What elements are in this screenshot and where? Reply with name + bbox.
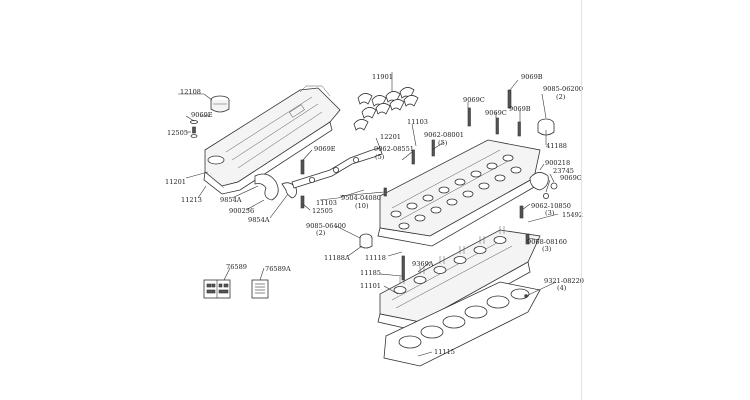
label-9854A-b: 9854A bbox=[248, 216, 270, 224]
label-9068-08160: 9068-08160 bbox=[527, 238, 567, 246]
label-9321-08220-qty: (4) bbox=[557, 284, 567, 292]
label-900218: 900218 bbox=[545, 159, 570, 167]
camshaft-seal-cap-part bbox=[529, 118, 558, 199]
label-11201: 11201 bbox=[165, 178, 186, 186]
label-9062-10850: 9062-10850 bbox=[531, 202, 571, 210]
label-11103-b: 11103 bbox=[407, 118, 428, 126]
label-12108: 12108 bbox=[180, 88, 201, 96]
oil-filler-cap-part bbox=[210, 95, 230, 113]
label-9069C-a: 9069C bbox=[463, 96, 485, 104]
camshaft-bearing-set-part bbox=[353, 87, 419, 131]
head-gasket-part bbox=[383, 281, 541, 367]
part-number-labels: 12108 9069E 12505 11201 11213 9854A 9002… bbox=[165, 73, 584, 356]
label-9069E-b: 9069E bbox=[314, 145, 336, 153]
label-11103-a: 11103 bbox=[316, 199, 337, 207]
manual-book-icon bbox=[203, 279, 231, 299]
label-11901: 11901 bbox=[372, 73, 393, 81]
label-9369A: 9369A bbox=[412, 260, 434, 268]
label-9854A-a: 9854A bbox=[220, 196, 242, 204]
label-9321-08220: 9321-08220 bbox=[544, 277, 584, 285]
label-76589A: 76589A bbox=[265, 265, 291, 273]
label-11188A: 11188A bbox=[324, 254, 350, 262]
label-9069B-a: 9069B bbox=[521, 73, 543, 81]
label-76589: 76589 bbox=[226, 263, 247, 271]
label-11101: 11101 bbox=[360, 282, 381, 290]
manual-sheet-icon bbox=[251, 279, 269, 299]
label-9085-06400: 9085-06400 bbox=[306, 222, 346, 230]
label-11115: 11115 bbox=[434, 348, 455, 356]
label-9062-10850-qty: (3) bbox=[545, 209, 555, 217]
pcv-pipe-part bbox=[291, 147, 383, 189]
right-edge-divider bbox=[581, 0, 582, 400]
label-900236: 900236 bbox=[229, 207, 254, 215]
leader-lines bbox=[178, 72, 559, 357]
label-12201: 12201 bbox=[380, 133, 401, 141]
label-9069G: 9069G bbox=[560, 174, 582, 182]
valve-cover-part bbox=[203, 85, 341, 195]
label-9085-06400-qty: (2) bbox=[316, 229, 326, 237]
label-9504-04080-qty: (10) bbox=[355, 202, 369, 210]
label-11118: 11118 bbox=[365, 254, 386, 262]
label-9062-08001-qty: (5) bbox=[438, 139, 448, 147]
label-9062-08551: 9062-08551 bbox=[374, 145, 414, 153]
label-9068-08160-qty: (3) bbox=[542, 245, 552, 253]
label-15492: 15492 bbox=[562, 211, 583, 219]
label-23745: 23745 bbox=[553, 167, 574, 175]
label-9062-08551-qty: (5) bbox=[375, 153, 385, 161]
label-9069B-b: 9069B bbox=[509, 105, 531, 113]
label-41188: 41188 bbox=[546, 142, 567, 150]
label-11213: 11213 bbox=[181, 196, 202, 204]
breather-hose-part bbox=[254, 159, 305, 209]
label-9085-06200: 9085-06200 bbox=[543, 85, 583, 93]
label-12505-a: 12505 bbox=[167, 129, 188, 137]
cylinder-head-part bbox=[377, 205, 541, 333]
label-9069C-b: 9069C bbox=[485, 109, 507, 117]
small-fasteners-left bbox=[186, 115, 210, 138]
camshaft-holder-part bbox=[377, 89, 541, 247]
label-9504-04080: 9504-04080 bbox=[341, 194, 381, 202]
label-11185: 11185 bbox=[360, 269, 381, 277]
label-9062-08001: 9062-08001 bbox=[424, 131, 464, 139]
holder-end-plug-part bbox=[359, 187, 387, 249]
label-9069E-a: 9069E bbox=[191, 111, 213, 119]
label-12505-b: 12505 bbox=[312, 207, 333, 215]
label-9085-06200-qty: (2) bbox=[556, 93, 566, 101]
